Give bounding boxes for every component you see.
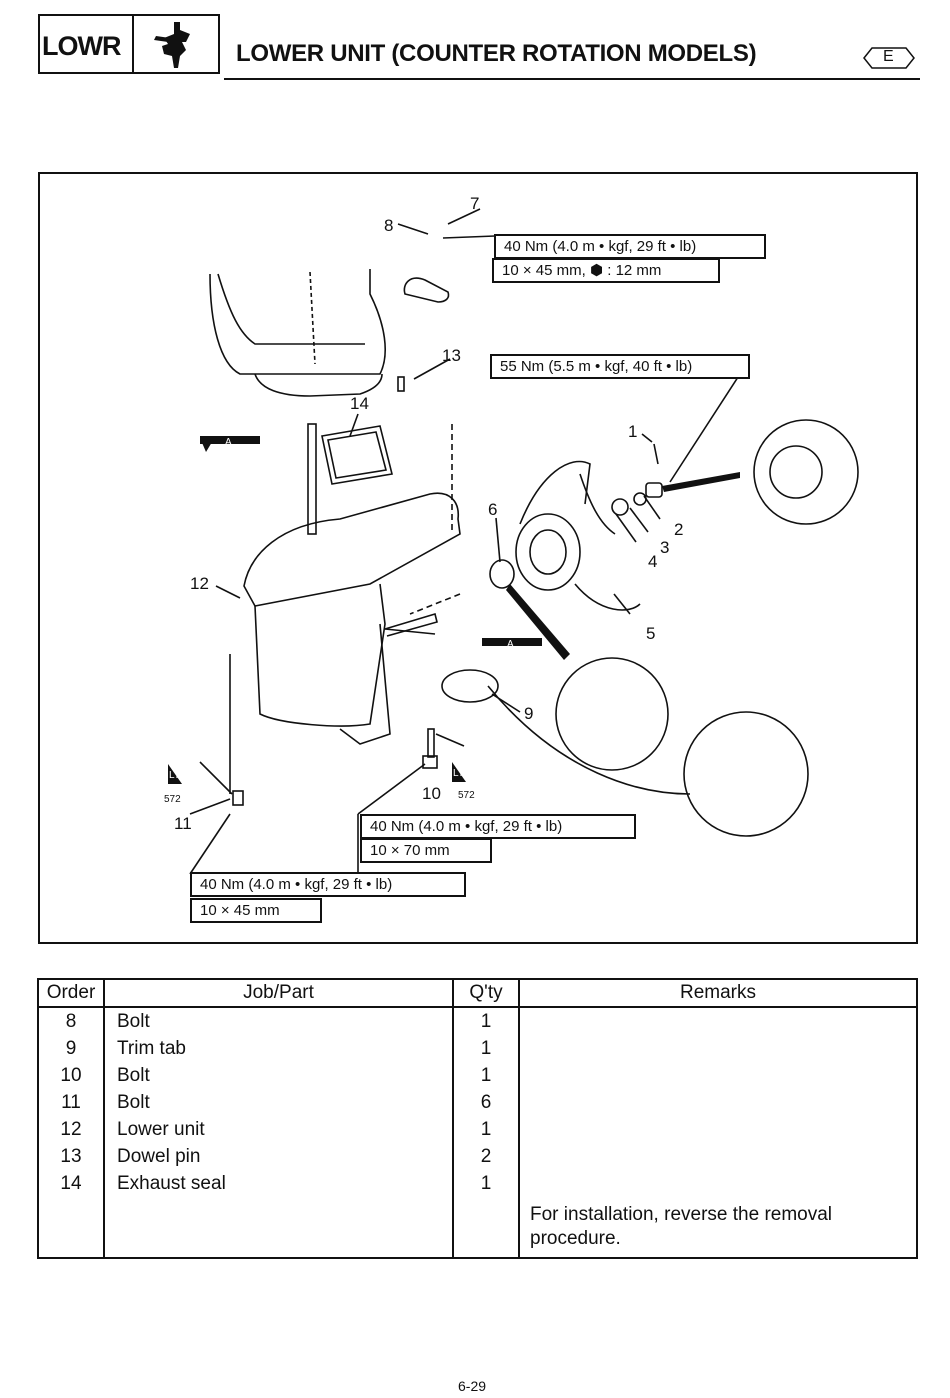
bolt11-size-spec: 10 × 45 mm	[190, 898, 322, 923]
callout-6: 6	[488, 500, 498, 519]
callout-4: 4	[648, 552, 658, 571]
language-badge-label: E	[883, 48, 894, 65]
job-cell: Lower unit	[103, 1116, 454, 1143]
remarks-cell	[518, 1143, 918, 1170]
table-row: 11 Bolt 6	[37, 1089, 918, 1116]
installation-note-line2: procedure.	[530, 1228, 621, 1249]
job-cell: Trim tab	[103, 1035, 454, 1062]
grease-a-label-1: A	[225, 437, 232, 448]
qty-cell: 6	[452, 1089, 520, 1116]
order-cell: 11	[37, 1089, 105, 1116]
remarks-cell	[518, 1089, 918, 1116]
table-note-row: For installation, reverse the removal pr…	[37, 1197, 918, 1259]
remarks-cell	[518, 1170, 918, 1197]
order-cell: 9	[37, 1035, 105, 1062]
remarks-cell	[518, 1062, 918, 1089]
job-cell-empty	[103, 1197, 454, 1259]
locktite-number-1: 572	[164, 794, 181, 805]
locktite-number-2: 572	[458, 790, 475, 801]
locktite-label-1: LT	[169, 770, 180, 781]
qty-cell: 2	[452, 1143, 520, 1170]
job-cell: Dowel pin	[103, 1143, 454, 1170]
lower-unit-drawing	[168, 208, 859, 875]
qty-cell: 1	[452, 1116, 520, 1143]
remarks-cell	[518, 1116, 918, 1143]
hex-wrench-icon: ⬢	[589, 262, 604, 279]
locktite-label-2: LT	[453, 768, 464, 779]
callout-11: 11	[174, 814, 192, 833]
installation-note: For installation, reverse the removal pr…	[518, 1197, 918, 1259]
bolt11-torque-spec: 40 Nm (4.0 m • kgf, 29 ft • lb)	[190, 872, 466, 897]
table-row: 9 Trim tab 1	[37, 1035, 918, 1062]
outboard-motor-icon	[132, 14, 220, 74]
table-header-row: Order Job/Part Q'ty Remarks	[37, 978, 918, 1008]
qty-cell: 1	[452, 1170, 520, 1197]
language-badge: E	[862, 46, 916, 70]
order-cell-empty	[37, 1197, 105, 1259]
callout-14: 14	[350, 394, 369, 413]
header-remarks: Remarks	[518, 978, 918, 1008]
header-job-part: Job/Part	[103, 978, 454, 1008]
callout-1: 1	[628, 422, 638, 441]
bolt8-wrench-size: : 12 mm	[607, 262, 662, 279]
exploded-diagram: 40 Nm (4.0 m • kgf, 29 ft • lb) 10 × 45 …	[38, 172, 918, 944]
order-cell: 10	[37, 1062, 105, 1089]
remarks-cell	[518, 1035, 918, 1062]
job-cell: Bolt	[103, 1089, 454, 1116]
order-cell: 14	[37, 1170, 105, 1197]
header-qty: Q'ty	[452, 978, 520, 1008]
table-row: 10 Bolt 1	[37, 1062, 918, 1089]
order-cell: 13	[37, 1143, 105, 1170]
qty-cell: 1	[452, 1062, 520, 1089]
job-cell: Bolt	[103, 1007, 454, 1035]
table-row: 14 Exhaust seal 1	[37, 1170, 918, 1197]
callout-7: 7	[470, 194, 480, 213]
bolt8-size-spec: 10 × 45 mm, ⬢ : 12 mm	[492, 258, 720, 283]
table-row: 8 Bolt 1	[37, 1007, 918, 1035]
qty-cell: 1	[452, 1035, 520, 1062]
page-number: 6-29	[458, 1378, 487, 1394]
page-title: LOWER UNIT (COUNTER ROTATION MODELS)	[236, 40, 757, 67]
bolt8-torque-spec: 40 Nm (4.0 m • kgf, 29 ft • lb)	[494, 234, 766, 259]
section-code: LOWR	[42, 31, 121, 61]
qty-cell-empty	[452, 1197, 520, 1259]
remarks-cell	[518, 1007, 918, 1035]
callout-13: 13	[442, 346, 461, 365]
callout-2: 2	[674, 520, 684, 539]
bolt8-size: 10 × 45 mm,	[502, 262, 586, 279]
installation-note-line1: For installation, reverse the removal	[530, 1204, 833, 1225]
callout-9: 9	[524, 704, 534, 723]
section-code-box: LOWR	[38, 14, 134, 74]
job-cell: Bolt	[103, 1062, 454, 1089]
qty-cell: 1	[452, 1007, 520, 1035]
callout-8: 8	[384, 216, 394, 235]
callout-12: 12	[190, 574, 209, 593]
callout-5: 5	[646, 624, 656, 643]
job-cell: Exhaust seal	[103, 1170, 454, 1197]
header-order: Order	[37, 978, 105, 1008]
bolt10-torque-spec: 40 Nm (4.0 m • kgf, 29 ft • lb)	[360, 814, 636, 839]
table-row: 13 Dowel pin 2	[37, 1143, 918, 1170]
callout-10: 10	[422, 784, 441, 803]
grease-a-label-2: A	[507, 639, 514, 650]
parts-table: Order Job/Part Q'ty Remarks 8 Bolt 1 9 T…	[37, 978, 918, 1259]
header-divider	[224, 78, 920, 80]
callout-3: 3	[660, 538, 670, 557]
prop-nut-torque-spec: 55 Nm (5.5 m • kgf, 40 ft • lb)	[490, 354, 750, 379]
table-row: 12 Lower unit 1	[37, 1116, 918, 1143]
bolt10-size-spec: 10 × 70 mm	[360, 838, 492, 863]
order-cell: 12	[37, 1116, 105, 1143]
order-cell: 8	[37, 1007, 105, 1035]
